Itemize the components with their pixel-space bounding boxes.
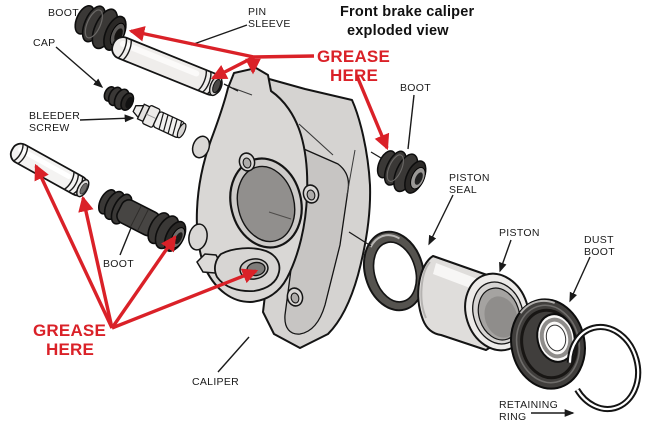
retaining-ring-part [566,323,642,413]
label-bleeder-2: SCREW [29,122,70,134]
title-line-2: exploded view [347,23,449,39]
boot-right-part [376,150,427,194]
cap-part [103,85,135,111]
label-pin-sleeve-1: PIN [248,6,266,18]
label-retaining-ring-2: RING [499,411,526,423]
grease-note-line1: GREASE [33,321,106,340]
grease-arrows-bottom [34,163,259,330]
grease-note-line1: GREASE [317,47,390,66]
label-caliper: CALIPER [192,376,239,388]
label-leaders [55,24,591,417]
boot-lower-part [97,189,187,252]
label-retaining-ring-1: RETAINING [499,399,558,411]
piston-leader [499,239,512,273]
pin-sleeve-leader [190,24,248,46]
alignment-dashes [223,83,382,247]
grease-arrows-top [128,26,390,151]
label-boot-middle: BOOT [103,258,134,270]
grease-note-bottom: GREASE HERE [33,321,106,359]
bleeder-leader [79,114,135,123]
label-piston: PISTON [499,227,540,239]
label-cap: CAP [33,37,56,49]
cap-leader [55,46,104,88]
bleeder-screw-part [132,103,187,139]
label-boot-top: BOOT [48,7,79,19]
grease-note-top: GREASE HERE [317,47,390,85]
label-piston-seal-2: SEAL [449,184,477,196]
pin-sleeve-part [111,36,223,97]
caliper-bolt-hole [238,152,256,172]
grease-note-line2: HERE [330,66,378,85]
caliper-bolt-hole [302,184,320,204]
caliper-part [188,67,372,349]
grease-note-line2: HERE [46,340,94,359]
title-line-1: Front brake caliper [340,4,474,20]
boot-right-leader [407,94,415,150]
guide-pin-part [9,142,90,198]
boot-middle-leader [119,227,132,256]
label-boot-right: BOOT [400,82,431,94]
caliper-bolt-hole [286,287,304,307]
caliper-leader [217,336,250,373]
label-dust-boot-1: DUST [584,234,614,246]
label-pin-sleeve-2: SLEEVE [248,18,291,30]
dust-boot-leader [569,256,591,303]
piston-seal-part [363,230,425,312]
label-dust-boot-2: BOOT [584,246,615,258]
label-bleeder-1: BLEEDER [29,110,80,122]
piston-seal-leader [428,194,454,246]
diagram-title: Front brake caliper exploded view [340,4,474,39]
label-piston-seal-1: PISTON [449,172,490,184]
